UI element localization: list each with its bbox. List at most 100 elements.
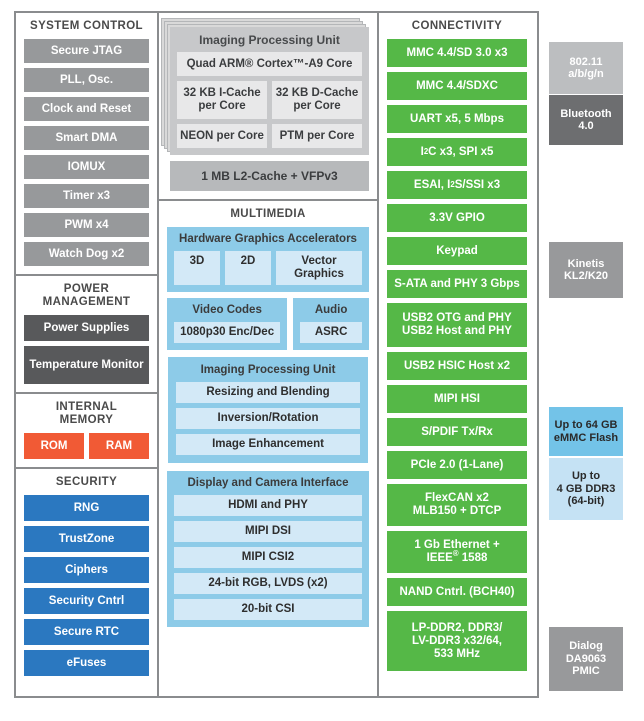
block-image-enhancement[interactable]: Image Enhancement — [176, 434, 360, 455]
block-timer-x3[interactable]: Timer x3 — [24, 184, 149, 208]
internal-memory-row: ROM RAM — [24, 433, 149, 459]
block-pll-osc[interactable]: PLL, Osc. — [24, 68, 149, 92]
block-quad-arm-cortex-a9-core[interactable]: Quad ARM® Cortex™-A9 Core — [177, 52, 362, 76]
block-2d[interactable]: 2D — [225, 251, 271, 285]
block-33v-gpio[interactable]: 3.3V GPIO — [387, 204, 527, 232]
panel-connectivity: CONNECTIVITY MMC 4.4/SD 3.0 x3 MMC 4.4/S… — [379, 13, 535, 679]
block-lpddr2-ddr3[interactable]: LP-DDR2, DDR3/LV-DDR3 x32/64,533 MHz — [387, 611, 527, 671]
connectivity-column: CONNECTIVITY MMC 4.4/SD 3.0 x3 MMC 4.4/S… — [379, 13, 535, 696]
block-l2-cache-vfpv3[interactable]: 1 MB L2-Cache + VFPv3 — [170, 161, 369, 191]
multimedia-title: MULTIMEDIA — [230, 208, 306, 220]
block-pwm-x4[interactable]: PWM x4 — [24, 213, 149, 237]
block-neon-per-core[interactable]: NEON per Core — [177, 124, 267, 148]
soc-frame: SYSTEM CONTROL Secure JTAG PLL, Osc. Clo… — [14, 11, 539, 698]
block-hdmi-and-phy[interactable]: HDMI and PHY — [174, 495, 362, 516]
group-hardware-graphics-accelerators: Hardware Graphics Accelerators 3D 2D Vec… — [167, 227, 369, 292]
block-efuses[interactable]: eFuses — [24, 650, 149, 676]
block-resizing-and-blending[interactable]: Resizing and Blending — [176, 382, 360, 403]
block-power-supplies[interactable]: Power Supplies — [24, 315, 149, 341]
block-secure-jtag[interactable]: Secure JTAG — [24, 39, 149, 63]
block-3d[interactable]: 3D — [174, 251, 220, 285]
group-video-codes: Video Codes 1080p30 Enc/Dec — [167, 298, 288, 350]
group-audio: Audio ASRC — [293, 298, 369, 350]
block-keypad[interactable]: Keypad — [387, 237, 527, 265]
video-audio-row: Video Codes 1080p30 Enc/Dec Audio ASRC — [167, 298, 369, 350]
graphics-accelerators-title: Hardware Graphics Accelerators — [179, 233, 357, 245]
panel-internal-memory: INTERNAL MEMORY ROM RAM — [16, 392, 157, 467]
block-vector-graphics[interactable]: Vector Graphics — [276, 251, 362, 285]
block-mipi-csi2[interactable]: MIPI CSI2 — [174, 547, 362, 568]
block-nand-cntrl-bch40[interactable]: NAND Cntrl. (BCH40) — [387, 578, 527, 606]
block-i-cache[interactable]: 32 KB I-Cache per Core — [177, 81, 267, 119]
display-camera-title: Display and Camera Interface — [187, 477, 349, 489]
panel-multimedia: MULTIMEDIA Hardware Graphics Accelerator… — [159, 199, 377, 635]
block-mipi-dsi[interactable]: MIPI DSI — [174, 521, 362, 542]
block-spdif-tx-rx[interactable]: S/PDIF Tx/Rx — [387, 418, 527, 446]
connectivity-title: CONNECTIVITY — [411, 20, 503, 32]
left-column: SYSTEM CONTROL Secure JTAG PLL, Osc. Clo… — [16, 13, 157, 696]
audio-title: Audio — [314, 304, 348, 316]
block-security-cntrl[interactable]: Security Cntrl — [24, 588, 149, 614]
cpu-card[interactable]: Imaging Processing Unit Quad ARM® Cortex… — [170, 27, 369, 155]
center-column: Imaging Processing Unit Quad ARM® Cortex… — [157, 13, 379, 696]
block-asrc[interactable]: ASRC — [300, 322, 362, 343]
block-ciphers[interactable]: Ciphers — [24, 557, 149, 583]
block-trustzone[interactable]: TrustZone — [24, 526, 149, 552]
block-temperature-monitor[interactable]: Temperature Monitor — [24, 346, 149, 384]
block-usb2-hsic-host[interactable]: USB2 HSIC Host x2 — [387, 352, 527, 380]
video-codes-title: Video Codes — [192, 304, 262, 316]
cpu-stack: Imaging Processing Unit Quad ARM® Cortex… — [161, 18, 369, 155]
block-inversion-rotation[interactable]: Inversion/Rotation — [176, 408, 360, 429]
block-smart-dma[interactable]: Smart DMA — [24, 126, 149, 150]
block-clock-and-reset[interactable]: Clock and Reset — [24, 97, 149, 121]
panel-power-management: POWER MANAGEMENT Power Supplies Temperat… — [16, 274, 157, 392]
internal-memory-title: INTERNAL MEMORY — [55, 401, 118, 426]
block-mmc-sd-30[interactable]: MMC 4.4/SD 3.0 x3 — [387, 39, 527, 67]
panel-system-control: SYSTEM CONTROL Secure JTAG PLL, Osc. Clo… — [16, 13, 157, 274]
block-rom[interactable]: ROM — [24, 433, 84, 459]
block-20bit-csi[interactable]: 20-bit CSI — [174, 599, 362, 620]
block-d-cache[interactable]: 32 KB D-Cache per Core — [272, 81, 362, 119]
group-imaging-processing-unit: Imaging Processing Unit Resizing and Ble… — [167, 356, 369, 464]
system-control-title: SYSTEM CONTROL — [30, 20, 143, 32]
block-1080p30-enc-dec[interactable]: 1080p30 Enc/Dec — [174, 322, 281, 343]
panel-security: SECURITY RNG TrustZone Ciphers Security … — [16, 467, 157, 684]
block-ram[interactable]: RAM — [89, 433, 149, 459]
block-secure-rtc[interactable]: Secure RTC — [24, 619, 149, 645]
block-watch-dog-x2[interactable]: Watch Dog x2 — [24, 242, 149, 266]
power-management-title: POWER MANAGEMENT — [42, 283, 131, 308]
security-title: SECURITY — [55, 476, 118, 488]
block-iomux[interactable]: IOMUX — [24, 155, 149, 179]
block-24bit-rgb-lvds[interactable]: 24-bit RGB, LVDS (x2) — [174, 573, 362, 594]
block-pcie-20[interactable]: PCIe 2.0 (1-Lane) — [387, 451, 527, 479]
panel-cpu: Imaging Processing Unit Quad ARM® Cortex… — [159, 13, 377, 199]
block-uart[interactable]: UART x5, 5 Mbps — [387, 105, 527, 133]
graphics-accelerators-row: 3D 2D Vector Graphics — [174, 251, 362, 285]
cpu-title: Imaging Processing Unit — [199, 33, 340, 47]
cpu-extras-row: NEON per Core PTM per Core — [177, 124, 362, 148]
block-1gb-ethernet-ieee1588[interactable]: 1 Gb Ethernet +IEEE® 1588 — [387, 531, 527, 573]
block-ptm-per-core[interactable]: PTM per Core — [272, 124, 362, 148]
block-mipi-hsi[interactable]: MIPI HSI — [387, 385, 527, 413]
block-mmc-sdxc[interactable]: MMC 4.4/SDXC — [387, 72, 527, 100]
block-sata-phy[interactable]: S-ATA and PHY 3 Gbps — [387, 270, 527, 298]
block-rng[interactable]: RNG — [24, 495, 149, 521]
mm-ipu-title: Imaging Processing Unit — [200, 364, 336, 376]
